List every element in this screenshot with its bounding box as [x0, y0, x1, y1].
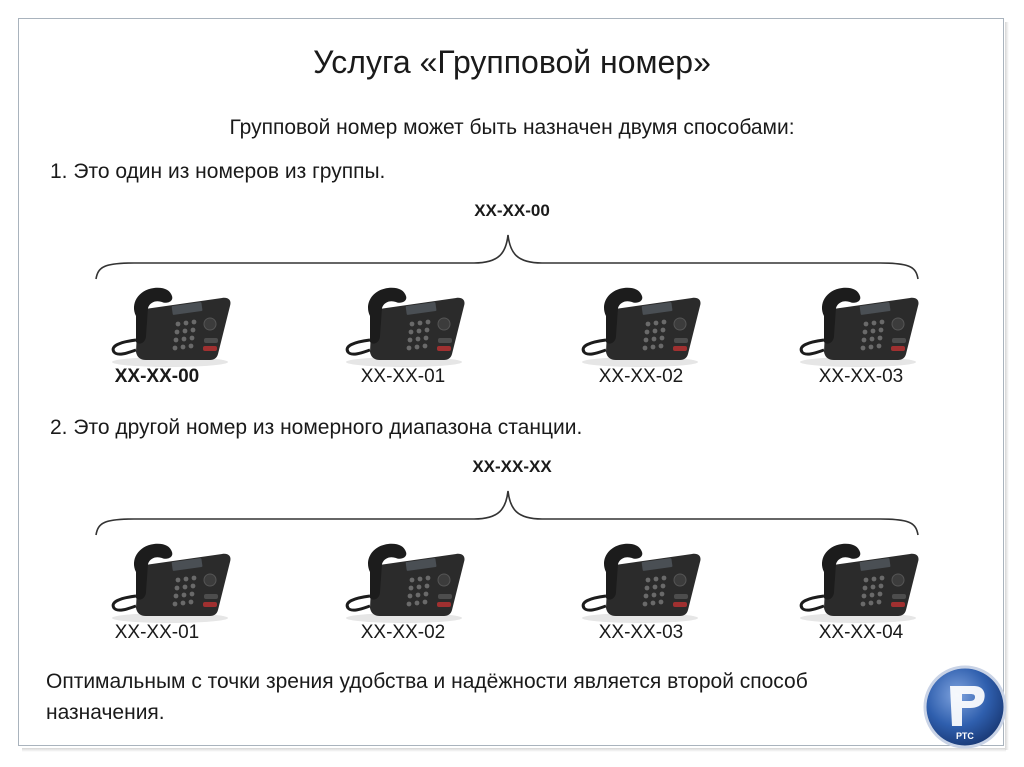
method-2-text: 2. Это другой номер из номерного диапазо…	[50, 416, 583, 439]
slide-frame	[18, 18, 1004, 746]
method-1-text: 1. Это один из номеров из группы.	[50, 160, 386, 183]
slide-subtitle: Групповой номер может быть назначен двум…	[229, 116, 795, 139]
phone-number-label: XX-XX-00	[114, 366, 200, 387]
phone-number-label: XX-XX-02	[598, 366, 684, 387]
phone-number-label: XX-XX-02	[360, 622, 446, 643]
slide-shadow-bottom	[22, 748, 1006, 752]
group-number-1: XX-XX-00	[474, 201, 550, 220]
desk-phone-icon	[788, 280, 928, 370]
desk-phone-icon	[570, 280, 710, 370]
phone-number-label: XX-XX-03	[598, 622, 684, 643]
rts-logo-icon: РТС	[923, 665, 1007, 749]
desk-phone-icon	[334, 536, 474, 626]
slide-shadow-right	[1005, 22, 1009, 750]
brace-1	[95, 234, 919, 280]
conclusion-text: Оптимальным с точки зрения удобства и на…	[46, 670, 808, 724]
desk-phone-icon	[100, 280, 240, 370]
desk-phone-icon	[334, 280, 474, 370]
desk-phone-icon	[100, 536, 240, 626]
desk-phone-icon	[570, 536, 710, 626]
phone-number-label: XX-XX-01	[360, 366, 446, 387]
group-number-2: XX-XX-XX	[472, 457, 552, 476]
phone-number-label: XX-XX-03	[818, 366, 904, 387]
phone-number-label: XX-XX-01	[114, 622, 200, 643]
brace-2	[95, 490, 919, 536]
phone-number-label: XX-XX-04	[818, 622, 904, 643]
slide-title: Услуга «Групповой номер»	[313, 44, 711, 80]
logo-text: РТС	[956, 731, 974, 741]
desk-phone-icon	[788, 536, 928, 626]
